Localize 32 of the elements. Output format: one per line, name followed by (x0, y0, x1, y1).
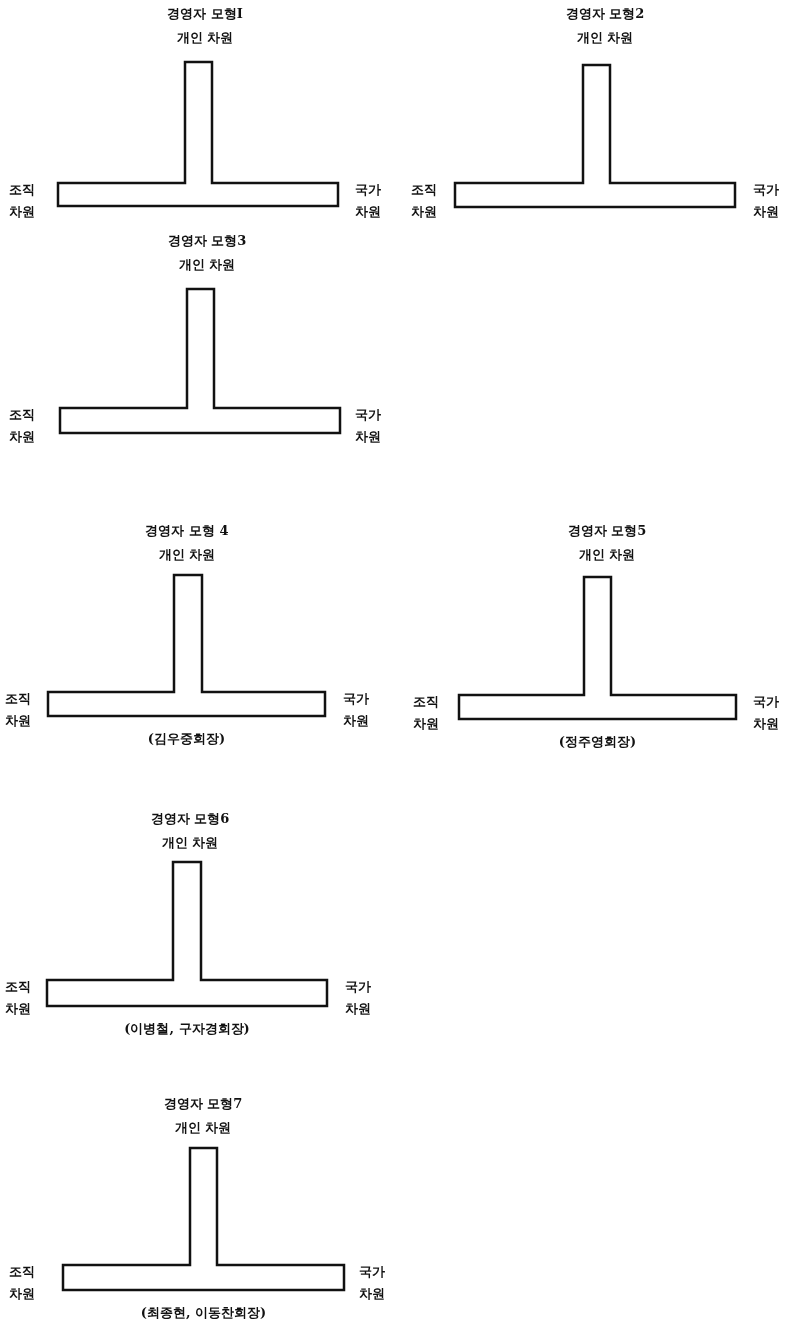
vertical-axis-label: 개인 차원 (178, 256, 236, 274)
model-title: 경영자 모형I (167, 5, 243, 23)
model-title: 경영자 모형5 (567, 522, 647, 540)
model-title: 경영자 모형6 (150, 810, 230, 828)
node-label: (김우중회장) (147, 730, 226, 748)
right-axis-label: 국가 차원 (342, 690, 370, 730)
vertical-axis-label: 개인 차원 (578, 546, 636, 564)
right-axis-label: 국가 차원 (358, 1263, 386, 1303)
left-axis-label: 조직 차원 (4, 690, 32, 730)
right-axis-label: 국가 차원 (752, 181, 780, 221)
model-title: 경영자 모형7 (163, 1095, 243, 1113)
model-title: 경영자 모형2 (565, 5, 645, 23)
node-label: (최종현, 이동찬회장) (140, 1304, 267, 1322)
vertical-axis-label: 개인 차원 (176, 29, 234, 47)
vertical-axis-label: 개인 차원 (158, 546, 216, 564)
left-axis-label: 조직 차원 (410, 181, 438, 221)
vertical-axis-label: 개인 차원 (161, 834, 219, 852)
node-label: (이병철, 구자경회장) (124, 1020, 250, 1038)
node-label: (정주영회장) (558, 733, 637, 751)
vertical-axis-label: 개인 차원 (174, 1119, 232, 1137)
left-axis-label: 조직 차원 (8, 181, 36, 221)
model-title: 경영자 모형3 (167, 232, 247, 250)
left-axis-label: 조직 차원 (8, 1263, 36, 1303)
right-axis-label: 국가 차원 (354, 406, 382, 446)
left-axis-label: 조직 차원 (4, 978, 32, 1018)
vertical-axis-label: 개인 차원 (576, 29, 634, 47)
right-axis-label: 국가 차원 (354, 181, 382, 221)
right-axis-label: 국가 차원 (752, 693, 780, 733)
left-axis-label: 조직 차원 (8, 406, 36, 446)
right-axis-label: 국가 차원 (344, 978, 372, 1018)
left-axis-label: 조직 차원 (412, 693, 440, 733)
model-title: 경영자 모형 4 (145, 522, 229, 540)
